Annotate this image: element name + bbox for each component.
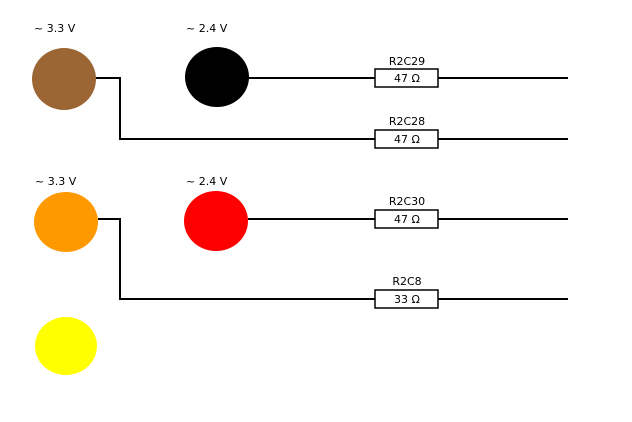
resistor-name: R2C8: [392, 275, 421, 288]
wire-r2c28: [96, 77, 568, 140]
resistor-name: R2C29: [389, 55, 425, 68]
resistor-value: 47 Ω: [394, 72, 420, 85]
resistor-r2c28: R2C28 47 Ω: [374, 115, 439, 149]
resistor-name: R2C28: [389, 115, 425, 128]
resistor-value: 47 Ω: [394, 213, 420, 226]
voltage-label-brown: ~ 3.3 V: [34, 22, 76, 35]
led-orange: [34, 192, 98, 252]
voltage-label-orange: ~ 3.3 V: [35, 175, 77, 188]
resistor-body: [374, 289, 439, 309]
voltage-label-red: ~ 2.4 V: [186, 175, 228, 188]
voltage-label-black: ~ 2.4 V: [186, 22, 228, 35]
resistor-r2c8: R2C8 33 Ω: [374, 275, 439, 309]
wires: [96, 77, 568, 300]
resistor-name: R2C30: [389, 195, 425, 208]
resistor-body: [374, 129, 439, 149]
resistor-value: 47 Ω: [394, 133, 420, 146]
resistor-r2c30: R2C30 47 Ω: [374, 195, 439, 229]
wire-r2c8: [98, 218, 568, 300]
leds: [32, 47, 249, 375]
resistor-body: [374, 209, 439, 229]
resistor-value: 33 Ω: [394, 293, 420, 306]
resistor-body: [374, 68, 439, 88]
led-red: [184, 191, 248, 251]
led-black: [185, 47, 249, 107]
resistor-r2c29: R2C29 47 Ω: [374, 55, 439, 88]
led-brown: [32, 48, 96, 110]
led-yellow: [35, 317, 97, 375]
voltage-labels: ~ 3.3 V ~ 2.4 V ~ 3.3 V ~ 2.4 V: [34, 22, 228, 188]
